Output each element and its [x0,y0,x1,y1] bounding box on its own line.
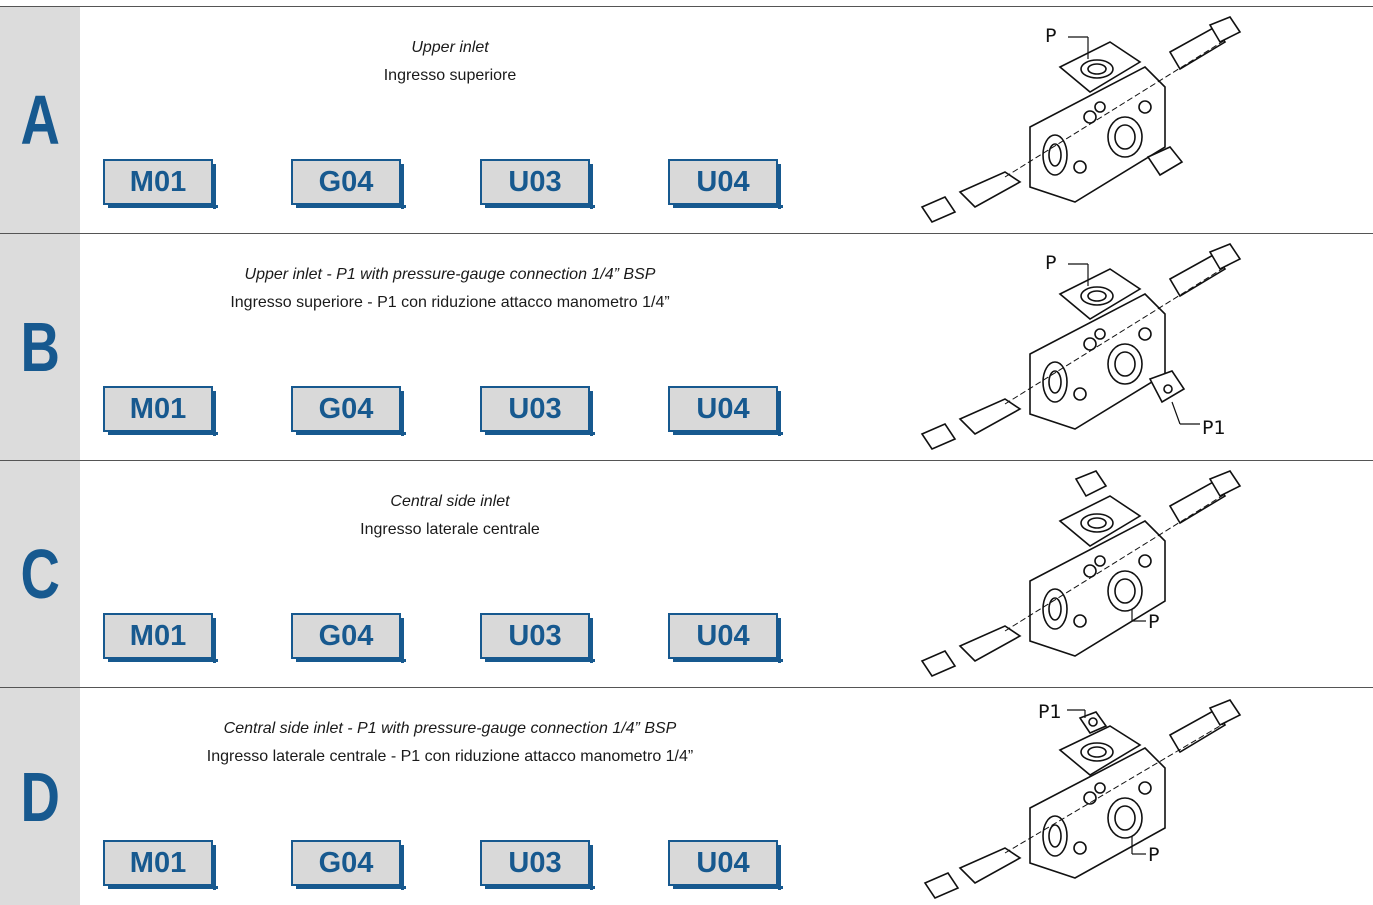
code-box: G04 [291,386,406,436]
code-box: G04 [291,159,406,209]
code-box: M01 [103,386,218,436]
option-description: Upper inlet Ingresso superiore [80,38,820,86]
code-box: U04 [668,159,783,209]
option-description: Central side inlet Ingresso laterale cen… [80,492,820,540]
option-description: Central side inlet - P1 with pressure-ga… [80,719,820,767]
letter-band: D [0,688,80,905]
description-italian: Ingresso laterale centrale - P1 con ridu… [206,748,694,765]
valve-drawing: P [920,16,1242,224]
code-box: U03 [480,613,595,663]
description-english: Central side inlet - P1 with pressure-ga… [223,720,677,737]
option-row-d: D Central side inlet - P1 with pressure-… [0,688,1373,905]
top-rule [0,6,1373,7]
option-letter: D [20,757,60,836]
code-box: M01 [103,840,218,890]
row-separator [0,460,1373,461]
description-italian: Ingresso superiore [383,67,517,84]
code-box: U04 [668,840,783,890]
letter-band: B [0,234,80,460]
option-letter: B [20,308,60,386]
description-english: Upper inlet [411,39,489,56]
code-box: M01 [103,159,218,209]
option-row-b: B Upper inlet - P1 with pressure-gauge c… [0,234,1373,460]
code-box: G04 [291,840,406,890]
option-description: Upper inlet - P1 with pressure-gauge con… [80,265,820,313]
description-english: Central side inlet [390,493,510,510]
row-separator [0,233,1373,234]
port-label: P [1045,25,1056,47]
option-row-c: C Central side inlet Ingresso laterale c… [0,461,1373,687]
code-box: U03 [480,159,595,209]
description-italian: Ingresso superiore - P1 con riduzione at… [230,294,670,311]
port-label: P [1148,844,1159,866]
code-box: U03 [480,840,595,890]
code-box: U04 [668,613,783,663]
option-letter: C [20,535,60,613]
code-box: U04 [668,386,783,436]
option-letter: A [20,81,60,159]
letter-band: A [0,7,80,233]
port-label: P1 [1202,417,1226,439]
option-row-a: A Upper inlet Ingresso superiore M01 G04… [0,7,1373,233]
valve-drawing: P1 P [923,699,1242,900]
port-label: P [1045,252,1056,274]
row-separator [0,687,1373,688]
port-label: P1 [1038,701,1062,723]
valve-drawing: P P1 [920,243,1242,451]
letter-band: C [0,461,80,687]
description-english: Upper inlet - P1 with pressure-gauge con… [244,266,656,283]
code-box: G04 [291,613,406,663]
valve-drawing: P [920,470,1242,678]
code-box: M01 [103,613,218,663]
code-box: U03 [480,386,595,436]
description-italian: Ingresso laterale centrale [360,521,540,538]
port-label: P [1148,611,1159,633]
